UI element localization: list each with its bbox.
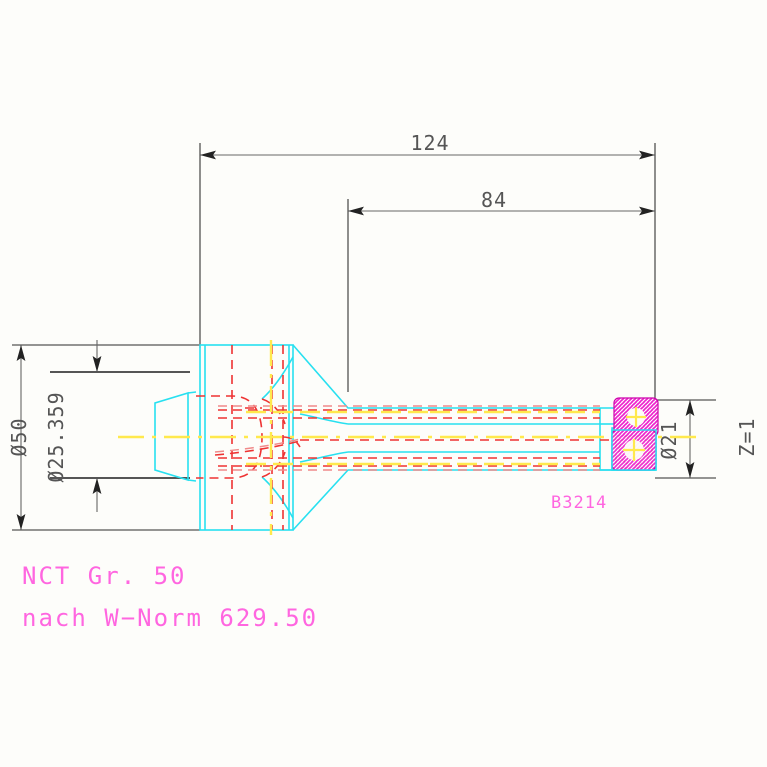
hidden-web-mid (282, 436, 301, 448)
insert-upper-crosshair (626, 407, 646, 427)
annotation-note-line-2: nach W−Norm 629.50 (22, 604, 318, 632)
dimension-diameter-flange: Ø50 (7, 344, 200, 531)
arrowhead-right (639, 206, 655, 216)
arrowhead-top (685, 400, 695, 416)
dimension-label-d50: Ø50 (7, 417, 31, 456)
cutting-inserts (611, 397, 659, 471)
hidden-lines-soft (214, 405, 600, 471)
bore-taper-lower (299, 451, 349, 463)
hidden-web-lower (261, 451, 286, 478)
dimension-label-d21: Ø21 (657, 420, 681, 459)
bore-curve-lower (261, 476, 294, 519)
pull-stud-edge-bottom (187, 479, 197, 482)
dimension-label-z1: Z=1 (735, 417, 759, 456)
dimension-length-projection: 84 (347, 188, 655, 392)
arrowhead-left (348, 206, 364, 216)
centerlines (118, 340, 700, 535)
hidden-web-upper (261, 398, 286, 425)
insert-lower-crosshair (623, 439, 645, 461)
label-teeth-count: Z=1 (735, 417, 759, 456)
arrowhead-left (200, 150, 216, 160)
pull-stud-edge-top (187, 391, 197, 394)
annotation-insert-tag: B3214 (551, 493, 607, 513)
arrowhead-bottom (16, 514, 26, 530)
dimension-length-overall: 124 (199, 131, 656, 404)
bore-curve-upper (261, 356, 294, 400)
dimension-diameter-tip: Ø21 (655, 399, 716, 479)
arrowhead-bottom (685, 462, 695, 478)
hidden-soft-center (214, 438, 301, 453)
dimension-diameter-taper: Ø25.359 (44, 340, 190, 512)
hidden-center-lead (214, 440, 301, 456)
dimension-label-124: 124 (410, 131, 449, 155)
bore-taper-upper (299, 413, 349, 425)
insert-lower-overlay (611, 429, 657, 471)
arrowhead-right (639, 150, 655, 160)
arrowhead-top (16, 345, 26, 361)
arrowhead-bottom (92, 478, 102, 494)
dimension-label-d25359: Ø25.359 (44, 391, 68, 482)
dimension-label-84: 84 (481, 188, 507, 212)
arrowhead-top (92, 356, 102, 372)
annotation-note-line-1: NCT Gr. 50 (22, 562, 187, 590)
taper-upper-profile (292, 344, 655, 409)
